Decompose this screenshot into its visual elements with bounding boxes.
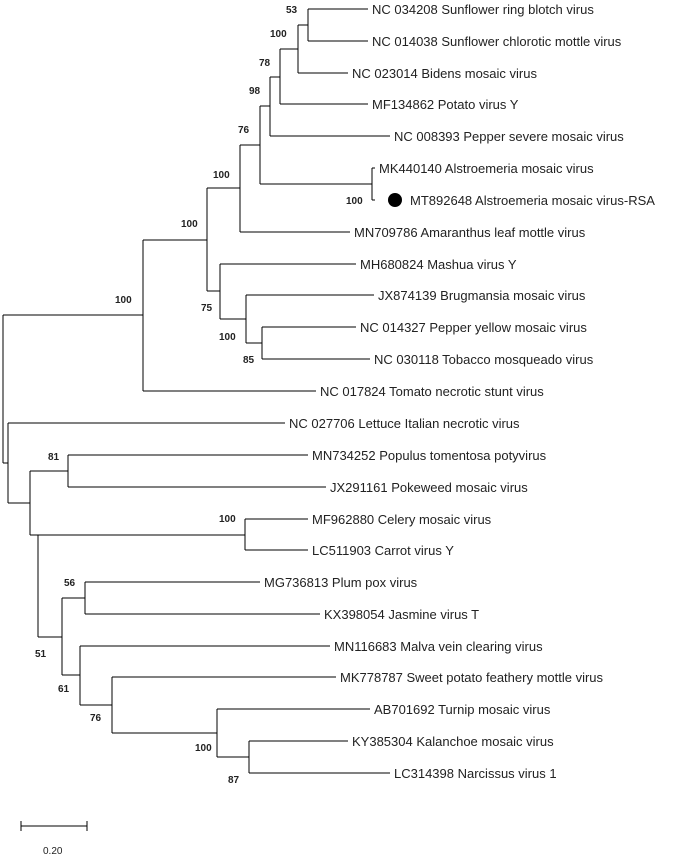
- leaf-label: NC 014327 Pepper yellow mosaic virus: [360, 320, 587, 335]
- leaf-label: MN709786 Amaranthus leaf mottle virus: [354, 225, 586, 240]
- leaf-label-highlighted: MT892648 Alstroemeria mosaic virus-RSA: [410, 193, 655, 208]
- bootstrap-value: 100: [346, 196, 363, 207]
- bootstrap-value: 53: [286, 5, 298, 16]
- leaf-label: NC 014038 Sunflower chlorotic mottle vir…: [372, 34, 622, 49]
- bootstrap-value: 100: [213, 170, 230, 181]
- leaf-label: JX874139 Brugmansia mosaic virus: [378, 288, 586, 303]
- bootstrap-value: 100: [270, 29, 287, 40]
- bootstrap-value: 75: [201, 303, 213, 314]
- leaf-label: NC 030118 Tobacco mosqueado virus: [374, 352, 594, 367]
- bootstrap-value: 98: [249, 86, 261, 97]
- leaf-label: MK440140 Alstroemeria mosaic virus: [379, 161, 594, 176]
- leaf-label: MK778787 Sweet potato feathery mottle vi…: [340, 670, 604, 685]
- bootstrap-value: 51: [35, 649, 47, 660]
- scale-bar: 0.20: [20, 821, 88, 857]
- bootstrap-value: 78: [259, 58, 271, 69]
- leaf-label: MF962880 Celery mosaic virus: [312, 512, 492, 527]
- leaf-label: NC 023014 Bidens mosaic virus: [352, 66, 537, 81]
- leaf-label: NC 008393 Pepper severe mosaic virus: [394, 129, 624, 144]
- bootstrap-value: 56: [64, 578, 76, 589]
- leaf-label: MG736813 Plum pox virus: [264, 575, 418, 590]
- bootstrap-value: 87: [228, 775, 240, 786]
- bootstrap-value: 76: [90, 713, 102, 724]
- bootstrap-values: 53 100 78 98 76 100 100 100 100 75 100 8…: [35, 5, 363, 786]
- leaf-labels: NC 034208 Sunflower ring blotch virus NC…: [264, 2, 655, 781]
- bootstrap-value: 85: [243, 355, 255, 366]
- bootstrap-value: 100: [219, 514, 236, 525]
- leaf-label: MF134862 Potato virus Y: [372, 97, 519, 112]
- leaf-label: NC 034208 Sunflower ring blotch virus: [372, 2, 594, 17]
- leaf-label: AB701692 Turnip mosaic virus: [374, 702, 551, 717]
- leaf-label: LC314398 Narcissus virus 1: [394, 766, 557, 781]
- leaf-label: MN116683 Malva vein clearing virus: [334, 639, 543, 654]
- leaf-label: NC 017824 Tomato necrotic stunt virus: [320, 384, 544, 399]
- highlight-marker-icon: [388, 193, 402, 207]
- leaf-label: JX291161 Pokeweed mosaic virus: [330, 480, 528, 495]
- bootstrap-value: 61: [58, 684, 70, 695]
- bootstrap-value: 100: [219, 332, 236, 343]
- leaf-label: KY385304 Kalanchoe mosaic virus: [352, 734, 554, 749]
- leaf-label: MN734252 Populus tomentosa potyvirus: [312, 448, 547, 463]
- tree-branches: [2, 8, 390, 774]
- leaf-label: NC 027706 Lettuce Italian necrotic virus: [289, 416, 520, 431]
- scale-bar-label: 0.20: [43, 846, 63, 857]
- bootstrap-value: 76: [238, 125, 250, 136]
- bootstrap-value: 100: [181, 219, 198, 230]
- leaf-label: KX398054 Jasmine virus T: [324, 607, 479, 622]
- leaf-label: LC511903 Carrot virus Y: [312, 543, 454, 558]
- bootstrap-value: 100: [115, 295, 132, 306]
- bootstrap-value: 100: [195, 743, 212, 754]
- bootstrap-value: 81: [48, 452, 60, 463]
- leaf-label: MH680824 Mashua virus Y: [360, 257, 517, 272]
